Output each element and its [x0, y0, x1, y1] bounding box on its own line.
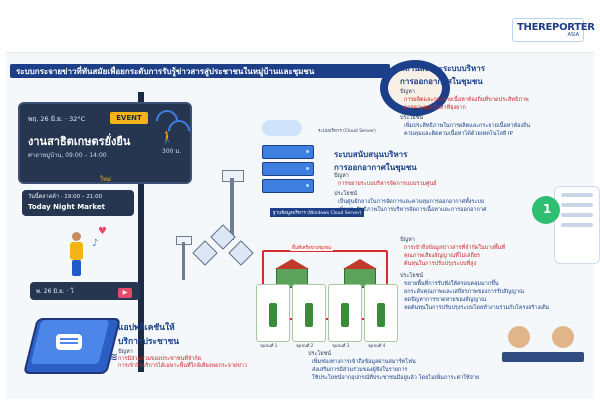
- cloud-icon: [262, 120, 302, 136]
- relay-mast: [182, 242, 185, 280]
- speaker-pole-card: [292, 284, 326, 342]
- person-body: [70, 242, 83, 260]
- broadcaster-illustration: [388, 68, 442, 108]
- speaker-problem-label: ปัญหา: [400, 237, 415, 243]
- app-problem-label: ปัญหา: [118, 349, 133, 355]
- night-market-name: Today Night Market: [28, 203, 105, 211]
- heart-icon: ♥: [98, 226, 107, 237]
- broadcast-benefit-2: ควบคุมและติดตามเนื้อหาได้ด้วยเทคโนโลยี I…: [404, 131, 513, 137]
- event-place-time: ศาลาหมู่บ้าน, 09:00 – 14:00: [28, 152, 107, 159]
- broadcast-benefit-1: เพิ่มประสิทธิภาพในการผลิตและกระจายเนื้อห…: [404, 123, 531, 129]
- broadcast-problem-label: ปัญหา: [400, 89, 415, 95]
- sound-wave-icon: ≋: [108, 350, 119, 364]
- relay-tower: [176, 236, 192, 280]
- app-section-title: แอปพลิเคชันให้ บริการประชาชน: [118, 320, 179, 348]
- title-bar: ระบบกระจายข่าวที่ทันสมัยเพื่อยกระดับการร…: [10, 64, 390, 78]
- phone-line: [561, 223, 593, 227]
- night-market-time: วันนี้ตลาดค้า · 19:00 – 21:00: [28, 194, 103, 200]
- app-problem-2: การเข้าถึงบริการได้เฉพาะพื้นที่ใกล้เคียง…: [118, 363, 248, 369]
- speaker-problem-1: การเข้าถึงข้อมูลข่าวสารที่จำกัดในบางพื้น…: [404, 245, 506, 251]
- chat-bubble-icon: [56, 334, 82, 350]
- lower-sign: พ. 26 มิ.ย. · โ: [30, 282, 140, 300]
- app-title-line1: แอปพลิเคชันให้: [118, 323, 175, 333]
- main-antenna-tower: [222, 170, 244, 240]
- broadcast-title-line1: สถานีส่งและระบบบริหาร: [400, 64, 486, 73]
- server-unit: [262, 145, 314, 159]
- support-title-line1: ระบบสนับสนุนบริหาร: [334, 150, 408, 159]
- event-sign: พฤ. 26 มิ.ย. · 32°C EVENT งานสาธิตเกษตรย…: [18, 102, 192, 184]
- logo-sub-text: ASIA: [567, 32, 580, 38]
- house-benefit-3: ใช้ประโยชน์จากอุปกรณ์ที่ประชาชนมีอยู่แล้…: [312, 375, 480, 381]
- support-problem-label: ปัญหา: [334, 173, 349, 179]
- server-unit: [262, 162, 314, 176]
- broadcast-title-line2: การออกอากาศในชุมชน: [400, 77, 483, 86]
- community-label-2: ชุมชนที่ 2: [296, 343, 314, 348]
- speaker-benefit-label: ประโยชน์: [400, 273, 424, 279]
- phone-line: [561, 193, 593, 197]
- speaker-benefit-4: ลดต้นทุนในการปรับปรุงระบบโดยทำงานร่วมกับ…: [404, 305, 550, 311]
- music-note-icon: ♪: [92, 238, 99, 249]
- broadcast-section-title: สถานีส่งและระบบบริหาร การออกอากาศในชุมชน: [400, 62, 485, 88]
- house-benefit-2: ส่งเสริมการมีส่วนร่วมของผู้ฟังในรายการ: [312, 367, 408, 373]
- app-problem-1: การมีส่วนร่วมของประชาชนที่จำกัด: [118, 356, 202, 362]
- speaker-problem-2: คุณภาพเสียงสัญญาณที่ไม่เสถียร: [404, 253, 480, 259]
- phone-line: [561, 203, 593, 207]
- app-logo-icon: 1: [532, 196, 560, 224]
- house-icon: [275, 259, 309, 288]
- community-label-3: ชุมชนที่ 3: [332, 343, 350, 348]
- speaker-pole-card: [256, 284, 290, 342]
- server-unit: [262, 179, 314, 193]
- server-rack: [262, 145, 314, 203]
- broadcast-benefit-label: ประโยชน์: [400, 115, 424, 121]
- host-icon: [508, 326, 530, 348]
- support-benefit-1: เป็นศูนย์กลางในการจัดการและควบคุมการออกอ…: [338, 199, 485, 205]
- signpost-pole: [138, 92, 144, 372]
- support-benefit-label: ประโยชน์: [334, 191, 358, 197]
- night-market-tag: ใหม่: [100, 176, 111, 183]
- podcast-illustration: [498, 316, 588, 376]
- community-label-4: ชุมชนที่ 4: [368, 343, 386, 348]
- support-title-line2: การออกอากาศในชุมชน: [334, 163, 417, 172]
- speaker-benefit-3: ลดปัญหาการขาดหายของสัญญาณ: [404, 297, 487, 303]
- broadcast-problem-1: การผลิตและกระจายเนื้อหาท้องถิ่นที่ขาดประ…: [404, 97, 529, 103]
- event-badge: EVENT: [110, 112, 148, 124]
- antenna-mast: [230, 178, 234, 240]
- speaker-benefit-2: ยกระดับคุณภาพและเสถียรภาพของการรับสัญญาณ: [404, 289, 525, 295]
- cloud-label: ระบบบริหาร (Cloud Server): [318, 129, 376, 134]
- network-label: พื้นที่เครือข่ายชุมชน: [290, 244, 334, 251]
- house-icon: [343, 259, 377, 288]
- guest-icon: [552, 326, 574, 348]
- support-section-title: ระบบสนับสนุนบริหาร การออกอากาศในชุมชน: [334, 148, 417, 174]
- walking-person-icon: 🚶: [160, 130, 175, 144]
- app-problems: การมีส่วนร่วมของประชาชนที่จำกัด การเข้าถ…: [118, 356, 247, 370]
- logo-main-text: THEREPORTER: [517, 22, 595, 33]
- support-benefit-2: เพิ่มประสิทธิภาพในการบริหารจัดการเนื้อหา…: [338, 207, 487, 213]
- smartphone-illustration: [554, 186, 600, 264]
- event-date: พฤ. 26 มิ.ย. · 32°C: [28, 115, 86, 123]
- speaker-pole-card: [364, 284, 398, 342]
- speaker-problem-3: ต้นทุนในการปรับปรุงระบบที่สูง: [404, 261, 477, 267]
- play-icon: ▶: [118, 288, 132, 298]
- app-title-line2: บริการประชาชน: [118, 337, 180, 347]
- person-with-phone: [68, 232, 84, 276]
- house-benefit-1: เพิ่มช่องทางการเข้าถึงข้อมูลผ่านสมาร์ทโฟ…: [312, 359, 416, 365]
- database-label: ฐานข้อมูลบริหาร (Windows Cloud Server): [270, 208, 365, 217]
- community-label-1: ชุมชนที่ 1: [260, 343, 278, 348]
- event-distance: 300 ม.: [162, 148, 182, 155]
- night-market-sign: วันนี้ตลาดค้า · 19:00 – 21:00 Today Nigh…: [22, 190, 134, 216]
- speaker-pole-card: [328, 284, 362, 342]
- page-title: ระบบกระจายข่าวที่ทันสมัยเพื่อยกระดับการร…: [16, 67, 315, 76]
- event-name: งานสาธิตเกษตรยั่งยืน: [28, 135, 131, 148]
- support-problem-1: การขยายระบบบริหารจัดการแบบรวมศูนย์: [338, 181, 437, 187]
- the-reporter-logo: THEREPORTER ASIA: [512, 18, 595, 42]
- person-legs: [72, 260, 81, 276]
- speaker-benefit-1: ขยายพื้นที่การรับฟังให้ครอบคลุมมากขึ้น: [404, 281, 499, 287]
- lower-sign-text: พ. 26 มิ.ย. · โ: [36, 288, 74, 295]
- person-head: [72, 232, 81, 241]
- broadcast-problem-2: การควบคุมเนื้อหาที่ยุ่งยาก: [404, 105, 466, 111]
- desk: [502, 352, 584, 362]
- phone-line: [561, 213, 593, 217]
- house-benefit-label: ประโยชน์: [308, 351, 332, 357]
